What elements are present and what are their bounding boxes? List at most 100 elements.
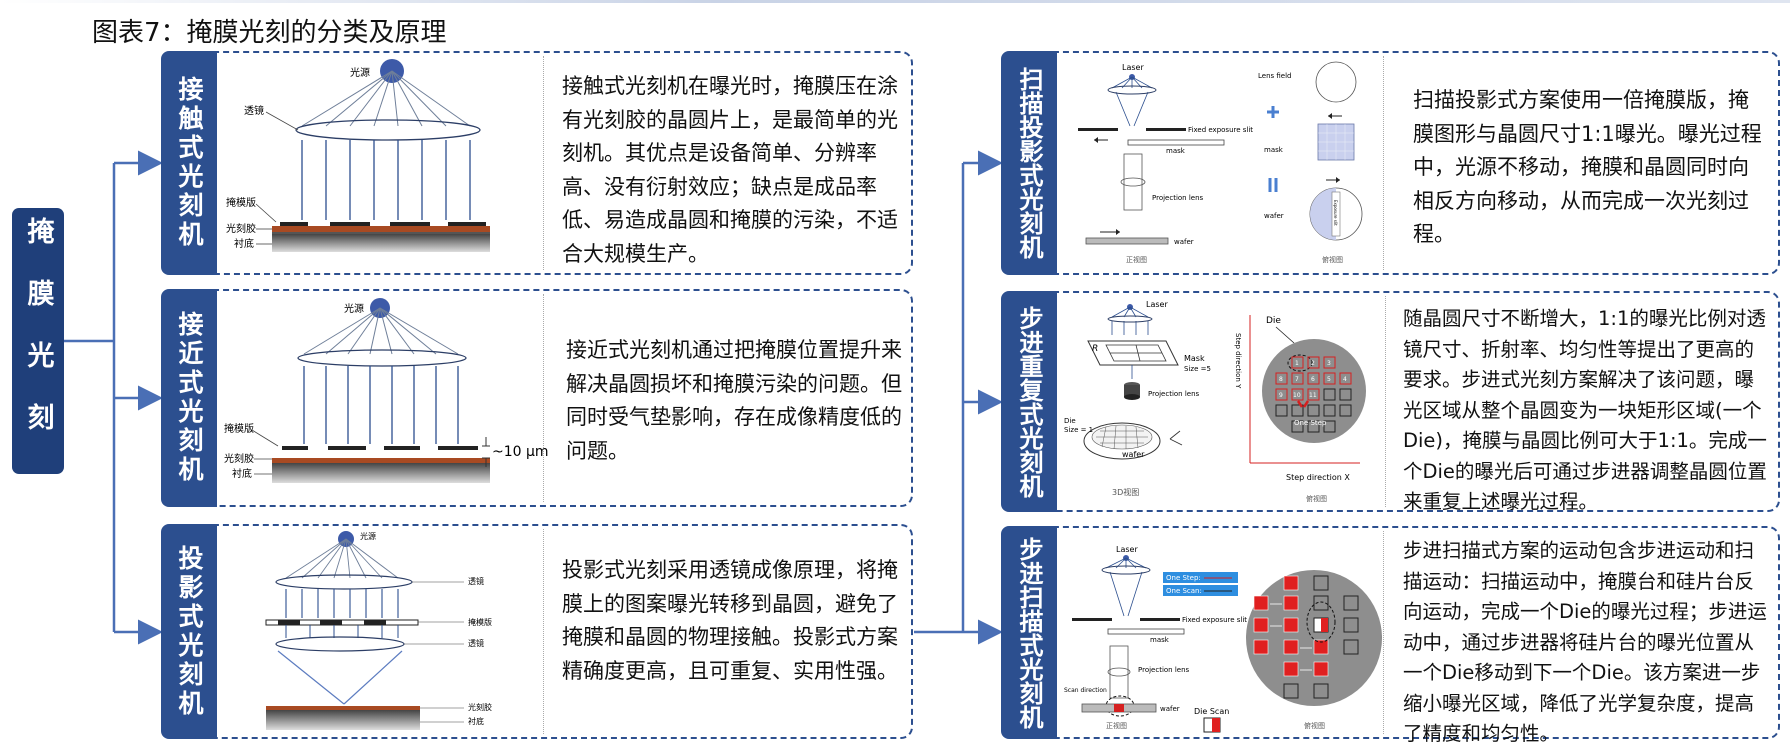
label-wafer: wafer (1174, 238, 1194, 246)
description-step-scan: 步进扫描式方案的运动包含步进运动和扫描运动：扫描运动中，掩膜台和硅片台反向运动，… (1403, 539, 1767, 745)
label-lens: 透镜 (244, 104, 264, 117)
die-num: 1 (1295, 360, 1299, 367)
label-mask: Mask (1184, 354, 1205, 363)
label-proj: Projection lens (1138, 666, 1190, 674)
divider (543, 294, 544, 502)
label-mask2: mask (1264, 146, 1284, 154)
label-top: 俯视图 (1306, 494, 1327, 503)
tab-label: 步进重复式光刻机 (1015, 305, 1043, 498)
label-mask: 掩模版 (226, 196, 256, 209)
label-mask: mask (1166, 147, 1186, 155)
mask-r-mark: R (1092, 344, 1098, 354)
die-num: 6 (1311, 376, 1315, 383)
tab-label: 接触式光刻机 (175, 76, 204, 250)
label-scandir: Scan direction (1064, 687, 1107, 694)
tab-contact: 接触式光刻机 (161, 51, 217, 275)
label-wafer: wafer (1160, 705, 1180, 713)
root-node: 掩膜光刻 (12, 208, 64, 474)
divider (543, 56, 544, 270)
label-size1: Size = 1 (1064, 426, 1093, 434)
label-laser: Laser (1122, 63, 1144, 72)
die-num: 5 (1327, 376, 1331, 383)
die-num: 2 (1311, 360, 1315, 367)
label-front: 正视图 (1126, 255, 1147, 264)
step-scan-illustration: Laser One Step: One Scan: Fixed exposure… (1064, 545, 1382, 733)
label-gap: ~10 μm (492, 444, 549, 460)
description-scanning: 扫描投影式方案使用一倍掩膜版，掩膜图形与晶圆尺寸1:1曝光。曝光过程中，光源不移… (1413, 88, 1762, 246)
label-laser: Laser (1146, 300, 1168, 309)
description-proximity: 接近式光刻机通过把掩膜位置提升来解决晶圆损坏和掩膜污染的问题。但同时受气垫影响，… (566, 338, 902, 463)
label-lens2: 透镜 (468, 638, 484, 648)
tab-projection: 投影式光刻机 (161, 524, 217, 739)
label-lensfield: Lens field (1258, 72, 1292, 80)
panel-stepper (1001, 291, 1780, 512)
description-stepper: 随晶圆尺寸不断增大，1:1的曝光比例对透镜尺寸、折射率、均匀性等提出了更高的要求… (1403, 307, 1767, 513)
label-onestep: One Step (1294, 419, 1327, 427)
divider (543, 529, 544, 734)
label-substrate: 衬底 (232, 467, 252, 480)
label-substrate: 衬底 (234, 237, 254, 250)
die-num: 10 (1293, 392, 1301, 399)
label-resist: 光刻胶 (226, 222, 256, 235)
label-wafer2: wafer (1264, 212, 1284, 220)
label-diescan: Die Scan (1194, 707, 1229, 716)
label-onescan: One Scan: (1166, 587, 1202, 595)
label-lens1: 透镜 (468, 576, 484, 586)
label-slit: Fixed exposure slit (1188, 126, 1253, 134)
die-num: 11 (1309, 392, 1317, 399)
label-source: 光源 (344, 302, 364, 315)
root-label: 掩膜光刻 (22, 217, 54, 465)
description-projection: 投影式光刻采用透镜成像原理，将掩膜上的图案曝光转移到晶圆，避免了掩膜和晶圆的物理… (562, 558, 898, 683)
page-title: 图表7：掩膜光刻的分类及原理 (92, 18, 447, 48)
label-onestep: One Step: (1166, 574, 1201, 582)
label-top: 俯视图 (1304, 721, 1325, 730)
label-source: 光源 (360, 531, 376, 541)
die-num: 8 (1279, 376, 1283, 383)
label-stepx: Step direction X (1286, 473, 1350, 482)
label-wafer: wafer (1122, 450, 1145, 459)
contact-illustration: 光源 透镜 掩模版 光刻胶 衬底 (226, 59, 490, 252)
label-laser: Laser (1116, 545, 1138, 554)
divider (1383, 531, 1384, 734)
description-contact: 接触式光刻机在曝光时，掩膜压在涂有光刻胶的晶圆片上，是最简单的光刻机。其优点是设… (562, 74, 898, 266)
label-substrate: 衬底 (468, 716, 484, 726)
tab-stepper: 步进重复式光刻机 (1001, 291, 1057, 512)
die-num: 4 (1343, 376, 1347, 383)
panel-contact (161, 51, 913, 275)
label-mask: 掩模版 (224, 422, 254, 435)
label-stepy: Step direction Y (1234, 333, 1242, 389)
label-view3d: 3D视图 (1112, 487, 1139, 497)
die-num: 3 (1327, 360, 1331, 367)
tab-scanning: 扫描投影式光刻机 (1001, 51, 1057, 275)
tab-label: 扫描投影式光刻机 (1015, 67, 1043, 259)
divider (1385, 296, 1386, 507)
tab-label: 接近式光刻机 (175, 311, 204, 485)
label-resist: 光刻胶 (468, 702, 492, 712)
label-mask: mask (1150, 636, 1170, 644)
label-front: 正视图 (1106, 721, 1127, 730)
tab-label: 步进扫描式光刻机 (1015, 536, 1043, 729)
stepper-illustration: Laser R Mask Size =5 Projection lens Die… (1064, 300, 1366, 503)
label-exposure: Exposure slit (1333, 200, 1338, 226)
label-source: 光源 (350, 66, 370, 79)
label-slit: Fixed exposure slit (1182, 616, 1247, 624)
label-proj: Projection lens (1148, 390, 1200, 398)
tab-proximity: 接近式光刻机 (161, 289, 217, 507)
label-proj: Projection lens (1152, 194, 1204, 202)
label-mask: 掩模版 (468, 617, 492, 627)
tab-label: 投影式光刻机 (175, 544, 204, 719)
label-size5: Size =5 (1184, 365, 1211, 373)
proximity-illustration: 光源 掩模版 光刻胶 衬底 ~10 μm (224, 298, 549, 483)
divider (1383, 56, 1384, 270)
scanning-illustration: Laser Fixed exposure slit mask Projectio… (1078, 61, 1363, 264)
label-resist: 光刻胶 (224, 452, 254, 465)
top-rule (0, 0, 1790, 3)
label-die2: Die (1266, 316, 1281, 326)
projection-illustration: 光源 透镜 掩模版 透镜 光刻胶 衬底 (265, 531, 492, 730)
die-num: 9 (1279, 392, 1283, 399)
tab-step-scan: 步进扫描式光刻机 (1001, 526, 1057, 739)
label-die: Die (1064, 417, 1076, 425)
die-num: 7 (1295, 376, 1299, 383)
label-top: 俯视图 (1322, 255, 1343, 264)
